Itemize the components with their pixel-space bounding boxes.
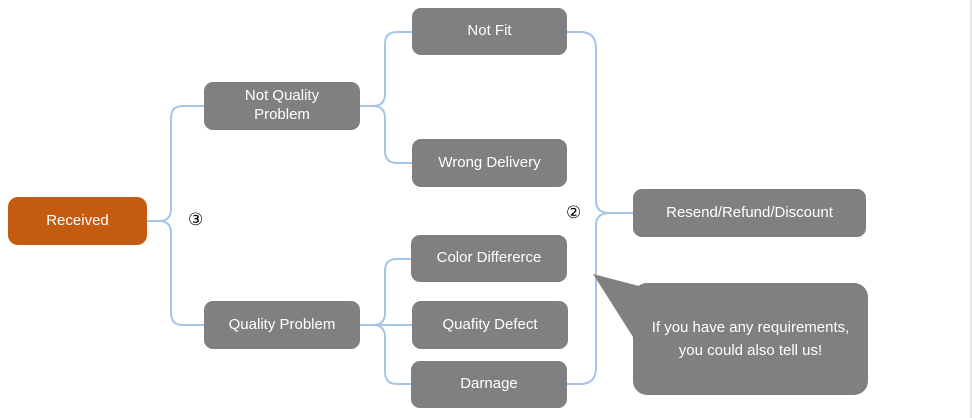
node-color-differerce: Color Differerce (411, 235, 567, 282)
connector-nqp-up-arm (372, 31, 413, 107)
node-not-quality-problem: Not Quality Problem (204, 82, 360, 130)
node-not-fit: Not Fit (412, 8, 567, 55)
connector-gather-upper (566, 31, 634, 214)
node-received: Received (8, 197, 147, 245)
branch-marker-2: ② (566, 203, 582, 222)
connector-qp-up-arm (372, 258, 413, 326)
branch-marker-3: ③ (188, 210, 204, 229)
node-darnage: Darnage (411, 361, 567, 408)
connector-received-up-arm (158, 105, 205, 222)
node-wrong-delivery: Wrong Delivery (412, 139, 567, 187)
connector-qp-down-arm (372, 324, 413, 385)
node-quafity-defect: Quafity Defect (412, 301, 568, 349)
connector-received-down-arm (158, 220, 205, 326)
page-edge-line (970, 0, 972, 418)
node-resend-refund-discount: Resend/Refund/Discount (633, 189, 866, 237)
callout-bubble: If you have any requirements, you could … (633, 283, 868, 395)
connector-nqp-down-arm (372, 105, 413, 164)
node-quality-problem: Quality Problem (204, 301, 360, 349)
connector-gather-lower (566, 212, 611, 385)
